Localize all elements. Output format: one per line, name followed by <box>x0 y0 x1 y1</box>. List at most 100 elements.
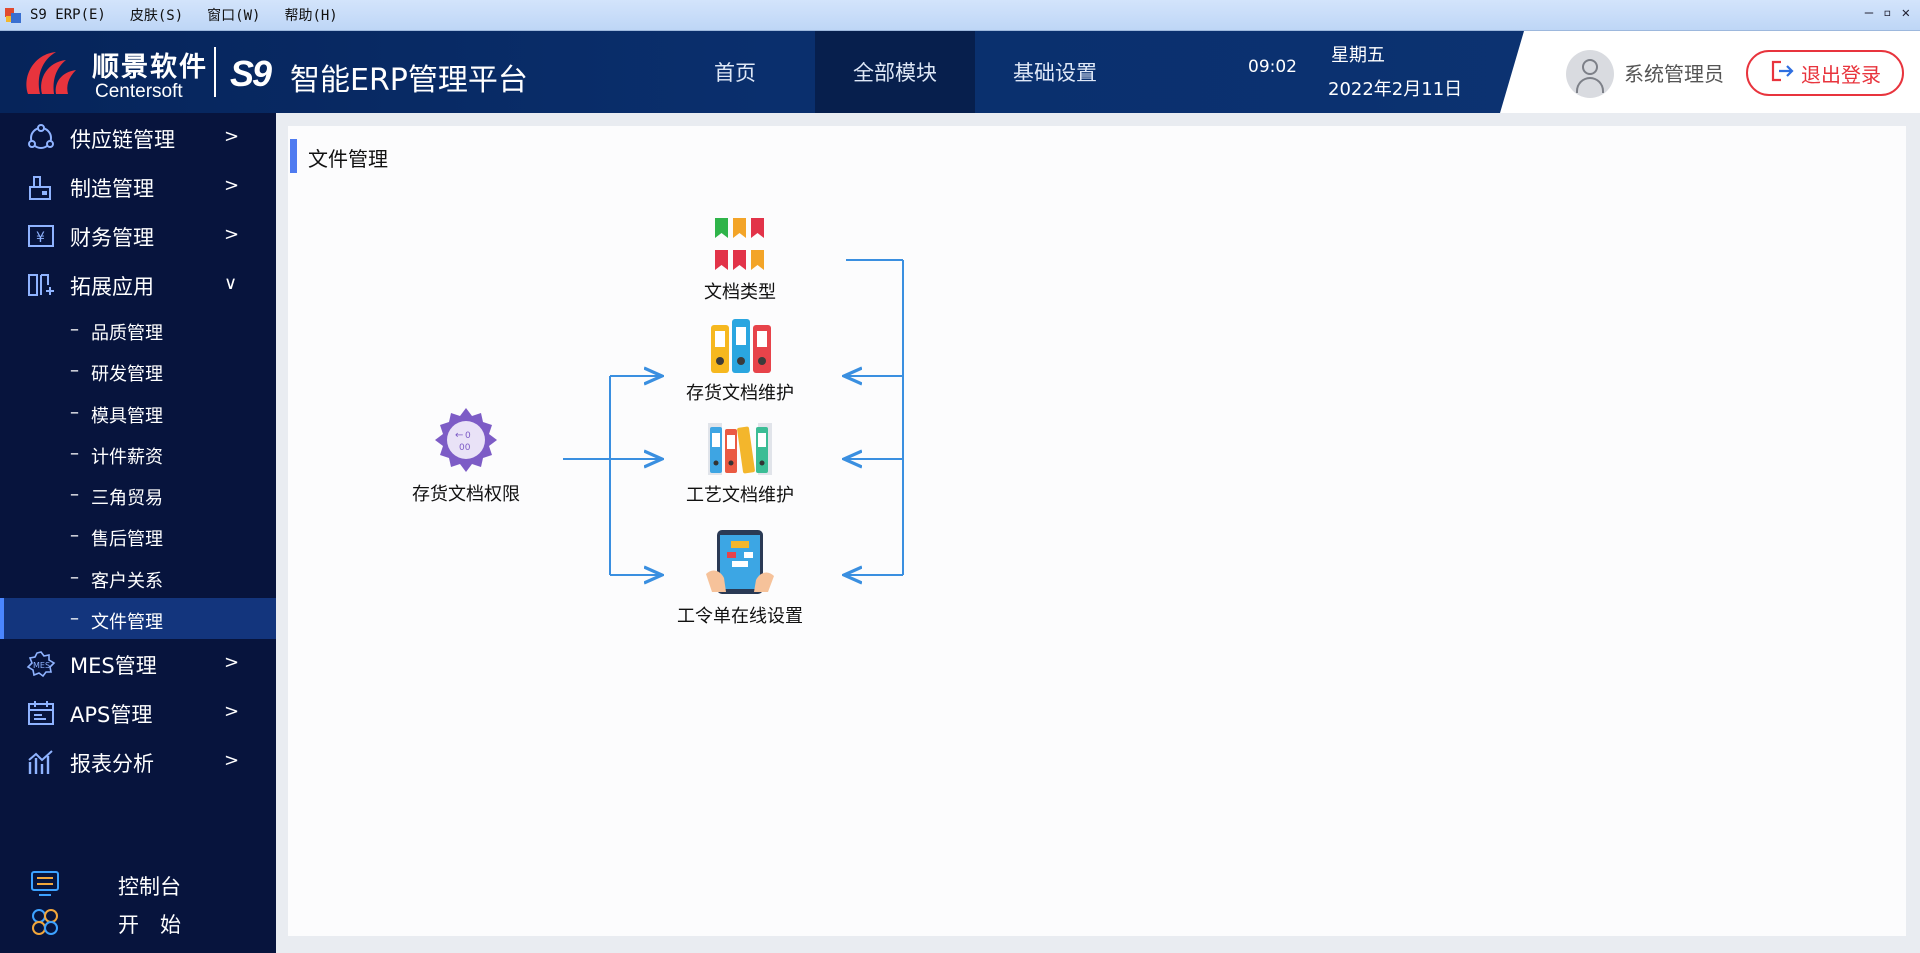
logout-icon <box>1769 59 1795 88</box>
nav-home[interactable]: 首页 <box>714 61 756 85</box>
sidebar-item-label: 客户关系 <box>91 570 163 592</box>
nav-all-modules[interactable]: 全部模块 <box>815 31 975 113</box>
avatar[interactable] <box>1566 50 1614 98</box>
dash-marker: – <box>70 360 79 382</box>
sidebar-item-mold[interactable]: – 模具管理 <box>0 392 276 433</box>
extension-icon <box>26 271 56 299</box>
close-icon[interactable]: ✕ <box>1901 5 1910 21</box>
user-head-shape <box>1582 59 1598 75</box>
sidebar-item-rnd[interactable]: – 研发管理 <box>0 350 276 391</box>
sidebar-group-label: 财务管理 <box>70 226 154 250</box>
sidebar-item-triangle-trade[interactable]: – 三角贸易 <box>0 474 276 515</box>
chevron-right-icon: > <box>224 652 240 674</box>
sidebar-group-mes[interactable]: MES MES管理 > <box>0 639 276 688</box>
sidebar-group-label: MES管理 <box>70 654 157 679</box>
sidebar-item-label: 文件管理 <box>91 612 163 634</box>
menu-window[interactable]: 窗口(W) <box>207 8 261 24</box>
console-button[interactable]: 控制台 <box>0 865 276 903</box>
logout-button[interactable]: 退出登录 <box>1746 50 1904 96</box>
dash-marker: – <box>70 608 79 630</box>
sidebar-item-quality[interactable]: – 品质管理 <box>0 309 276 350</box>
sidebar: 供应链管理 > 制造管理 > ¥ 财务管理 > 拓展应用 ∨ – 品质管理 – … <box>0 113 276 953</box>
top-navigation: 首页 全部模块 基础设置 <box>655 31 1135 113</box>
sidebar-item-label: 研发管理 <box>91 364 163 386</box>
sidebar-item-label: 计件薪资 <box>91 446 163 468</box>
sidebar-group-finance[interactable]: ¥ 财务管理 > <box>0 211 276 260</box>
svg-text:0: 0 <box>465 431 471 441</box>
chevron-right-icon: > <box>224 750 240 772</box>
dash-marker: – <box>70 484 79 506</box>
node-inventory-doc-permission[interactable]: ← 0 00 存货文档权限 <box>398 404 534 506</box>
start-icon <box>30 907 60 937</box>
chevron-right-icon: > <box>224 126 240 147</box>
dash-marker: – <box>70 401 79 423</box>
sidebar-group-manufacturing[interactable]: 制造管理 > <box>0 162 276 211</box>
title-accent-bar <box>290 139 297 173</box>
node-work-order-online-setting[interactable]: 工令单在线设置 <box>670 528 810 628</box>
process-binders-icon <box>704 423 776 481</box>
svg-text:←: ← <box>455 430 463 441</box>
node-label: 存货文档权限 <box>412 484 520 505</box>
sidebar-group-label: 供应链管理 <box>70 128 175 152</box>
menu-help[interactable]: 帮助(H) <box>284 8 338 24</box>
app-header: 顺景软件 Centersoft S9 智能ERP管理平台 首页 全部模块 基础设… <box>0 31 1920 113</box>
date: 2022年2月11日 <box>1328 79 1463 100</box>
sidebar-group-report[interactable]: 报表分析 > <box>0 737 276 786</box>
content-panel: 文件管理 ← 0 00 存货文档权限 <box>288 126 1906 936</box>
aps-icon <box>26 699 56 727</box>
binders-icon <box>705 319 775 379</box>
manufacturing-icon <box>26 173 56 201</box>
flow-connectors <box>563 259 904 936</box>
window-menubar: S9 ERP(E) 皮肤(S) 窗口(W) 帮助(H) – ▫ ✕ <box>0 0 1920 31</box>
logout-label: 退出登录 <box>1801 62 1881 87</box>
menu-erp[interactable]: S9 ERP(E) <box>30 7 106 23</box>
svg-text:MES: MES <box>33 661 50 670</box>
app-icon <box>4 6 22 24</box>
brand-divider <box>214 47 216 97</box>
sidebar-item-piece-wage[interactable]: – 计件薪资 <box>0 433 276 474</box>
node-label: 文档类型 <box>704 282 776 303</box>
sidebar-group-label: APS管理 <box>70 703 153 728</box>
node-inventory-doc-maintenance[interactable]: 存货文档维护 <box>680 317 800 405</box>
node-doc-type[interactable]: 文档类型 <box>695 216 785 304</box>
weekday: 星期五 <box>1331 45 1385 66</box>
tablet-icon <box>704 530 776 602</box>
start-button[interactable]: 开 始 <box>0 903 276 941</box>
brand-name-cn: 顺景软件 <box>92 52 208 83</box>
sidebar-group-supply-chain[interactable]: 供应链管理 > <box>0 113 276 162</box>
brand-name-en: Centersoft <box>95 81 183 102</box>
sidebar-bottom: 控制台 开 始 <box>0 865 276 941</box>
report-icon <box>26 748 56 776</box>
sidebar-group-label: 报表分析 <box>70 752 154 777</box>
sidebar-item-label: 模具管理 <box>91 405 163 427</box>
restore-icon[interactable]: ▫ <box>1883 5 1892 21</box>
minimize-icon[interactable]: – <box>1864 5 1874 21</box>
dash-marker: – <box>70 525 79 547</box>
node-process-doc-maintenance[interactable]: 工艺文档维护 <box>680 417 800 507</box>
sidebar-group-aps[interactable]: APS管理 > <box>0 688 276 737</box>
sidebar-item-crm[interactable]: – 客户关系 <box>0 557 276 598</box>
node-label: 工令单在线设置 <box>677 606 803 627</box>
finance-icon: ¥ <box>26 222 56 250</box>
node-label: 存货文档维护 <box>686 383 794 404</box>
chevron-right-icon: > <box>224 701 240 723</box>
bookmarks-icon <box>711 218 769 278</box>
centersoft-logo-icon <box>20 46 82 104</box>
gear-permission-icon: ← 0 00 <box>430 408 502 480</box>
sidebar-item-label: 三角贸易 <box>91 488 163 510</box>
supply-chain-icon <box>26 124 56 152</box>
dash-marker: – <box>70 319 79 340</box>
username: 系统管理员 <box>1624 62 1724 86</box>
sidebar-group-extension[interactable]: 拓展应用 ∨ <box>0 260 276 309</box>
dash-marker: – <box>70 442 79 464</box>
menu-skin[interactable]: 皮肤(S) <box>129 8 184 24</box>
dash-marker: – <box>70 566 79 588</box>
nav-basic-settings[interactable]: 基础设置 <box>1013 61 1097 85</box>
platform-title: 智能ERP管理平台 <box>290 63 528 98</box>
chevron-down-icon: ∨ <box>224 273 238 294</box>
user-body-shape <box>1576 77 1604 93</box>
sidebar-group-label: 拓展应用 <box>70 275 154 299</box>
sidebar-item-after-sales[interactable]: – 售后管理 <box>0 515 276 556</box>
sidebar-item-file-management[interactable]: – 文件管理 <box>0 598 276 640</box>
user-area: 系统管理员 退出登录 <box>1500 31 1920 113</box>
